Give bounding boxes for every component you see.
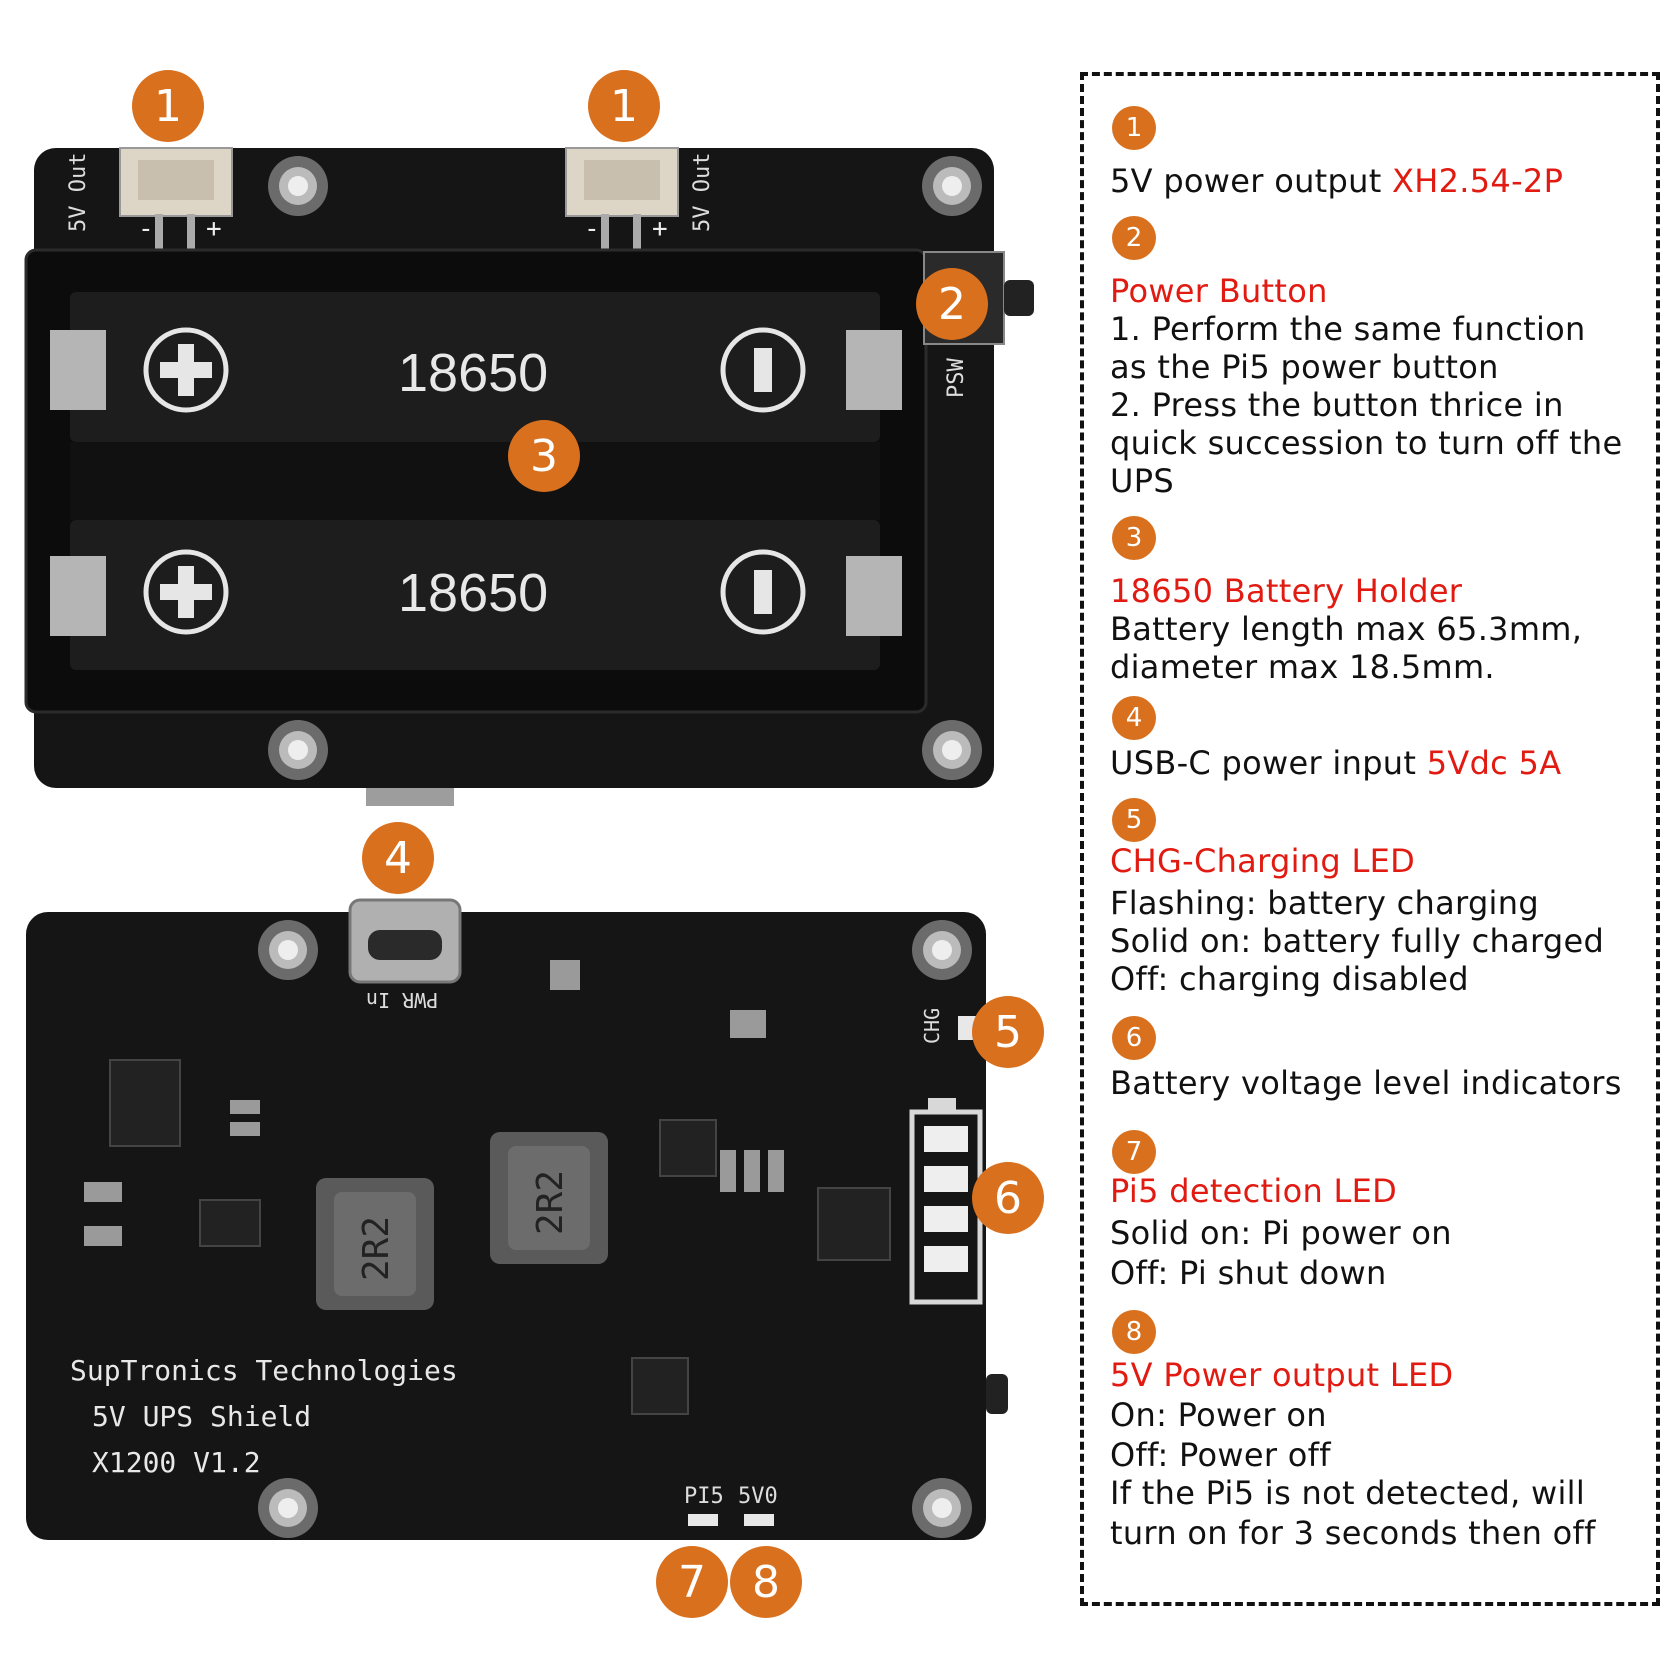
battery-slot-top (70, 292, 880, 442)
silk-inductor-left: 2R2 (356, 1215, 398, 1282)
side-button (986, 1374, 1008, 1414)
legend-line: Solid on: battery fully charged (1110, 922, 1605, 960)
minus-symbol (720, 549, 806, 635)
legend-badge: 5 (1112, 798, 1156, 842)
battery-divider (70, 442, 880, 520)
mount-hole (912, 1478, 972, 1538)
legend-line: Solid on: Pi power on (1110, 1214, 1452, 1252)
mount-hole (258, 1478, 318, 1538)
legend-line: On: Power on (1110, 1396, 1327, 1434)
mount-hole (268, 156, 328, 216)
silk-model: X1200 V1.2 (92, 1446, 261, 1479)
legend-line: quick succession to turn off the (1110, 424, 1623, 462)
legend-line: as the Pi5 power button (1110, 348, 1499, 386)
legend-badge: 8 (1112, 1310, 1156, 1354)
legend-title: Pi5 detection LED (1110, 1172, 1398, 1210)
ic-chip (631, 1357, 689, 1415)
mount-hole (912, 920, 972, 980)
5v-led (744, 1514, 774, 1526)
legend-line: turn on for 3 seconds then off (1110, 1514, 1596, 1552)
battery-level-leds (909, 1098, 983, 1305)
silk-18650-top: 18650 (398, 343, 549, 403)
silk-5v0: 5V0 (738, 1484, 778, 1509)
callout-badge: 6 (972, 1162, 1044, 1234)
legend-line: Battery voltage level indicators (1110, 1064, 1622, 1102)
legend-line: Flashing: battery charging (1110, 884, 1539, 922)
legend-badge: 3 (1112, 516, 1156, 560)
battery-contact (50, 330, 106, 410)
ic-chip (817, 1187, 891, 1261)
callout-badge: 1 (588, 70, 660, 142)
legend-badge: 6 (1112, 1016, 1156, 1060)
legend-title: CHG-Charging LED (1110, 842, 1416, 880)
legend-badge: 4 (1112, 696, 1156, 740)
legend-line: Off: charging disabled (1110, 960, 1469, 998)
mount-hole (268, 720, 328, 780)
xh-connector-right (565, 147, 679, 250)
legend-title: 5V Power output LED (1110, 1356, 1454, 1394)
legend-title: 18650 Battery Holder (1110, 572, 1463, 610)
legend-line: 1. Perform the same function (1110, 310, 1586, 348)
legend-badge: 1 (1112, 106, 1156, 150)
battery-contact (50, 556, 106, 636)
legend-line: If the Pi5 is not detected, will (1110, 1474, 1586, 1512)
battery-slot-bottom (70, 520, 880, 670)
xh-connector-left (119, 147, 233, 250)
legend-line: USB-C power input 5Vdc 5A (1110, 744, 1562, 782)
usb-c-port-edge (366, 788, 454, 806)
silk-minus-right: - (584, 214, 600, 244)
legend-line: diameter max 18.5mm. (1110, 648, 1495, 686)
silk-minus-left: - (138, 214, 154, 244)
legend-badge: 2 (1112, 216, 1156, 260)
legend-badge: 7 (1112, 1130, 1156, 1174)
silk-5v-out-left: 5V Out (66, 152, 91, 232)
ic-chip (109, 1059, 181, 1147)
silk-inductor-right: 2R2 (530, 1169, 572, 1236)
legend-line: UPS (1110, 462, 1174, 500)
legend-title: Power Button (1110, 272, 1328, 310)
legend-panel: 1 5V power output XH2.54-2P 2 Power Butt… (1080, 72, 1660, 1606)
silk-psw: PSW (944, 358, 969, 398)
mount-hole (258, 920, 318, 980)
smd-components (84, 960, 784, 1246)
ic-chip (659, 1119, 717, 1177)
legend-line: 2. Press the button thrice in (1110, 386, 1564, 424)
chg-led (958, 1016, 976, 1040)
callout-badge: 5 (972, 996, 1044, 1068)
plus-symbol (143, 549, 229, 635)
mount-hole (922, 156, 982, 216)
silk-plus-left: + (206, 214, 222, 244)
inductor-right (490, 1132, 608, 1264)
callout-badge: 2 (916, 268, 988, 340)
legend-line: 5V power output XH2.54-2P (1110, 162, 1564, 200)
plus-symbol (143, 327, 229, 413)
silk-product: 5V UPS Shield (92, 1400, 312, 1433)
pi5-led (688, 1514, 718, 1526)
inductor-left (316, 1178, 434, 1310)
silk-pwr-in: PWR In (366, 988, 439, 1012)
battery-contact (846, 556, 902, 636)
callout-badge: 1 (132, 70, 204, 142)
silk-plus-right: + (652, 214, 668, 244)
callout-badge: 4 (362, 822, 434, 894)
callout-badge: 8 (730, 1546, 802, 1618)
power-switch-actuator (1004, 280, 1034, 316)
silk-chg: CHG (920, 1007, 944, 1044)
callout-badge: 3 (508, 420, 580, 492)
silk-18650-bottom: 18650 (398, 563, 549, 623)
minus-symbol (720, 327, 806, 413)
silk-pi5: PI5 (684, 1484, 724, 1509)
legend-line: Off: Power off (1110, 1436, 1331, 1474)
mount-hole (922, 720, 982, 780)
battery-contact (846, 330, 902, 410)
ic-chip (199, 1199, 261, 1247)
silk-5v-out-right: 5V Out (690, 152, 715, 232)
legend-line: Off: Pi shut down (1110, 1254, 1387, 1292)
silk-brand: SupTronics Technologies (70, 1354, 458, 1387)
legend-line: Battery length max 65.3mm, (1110, 610, 1583, 648)
callout-badge: 7 (656, 1546, 728, 1618)
